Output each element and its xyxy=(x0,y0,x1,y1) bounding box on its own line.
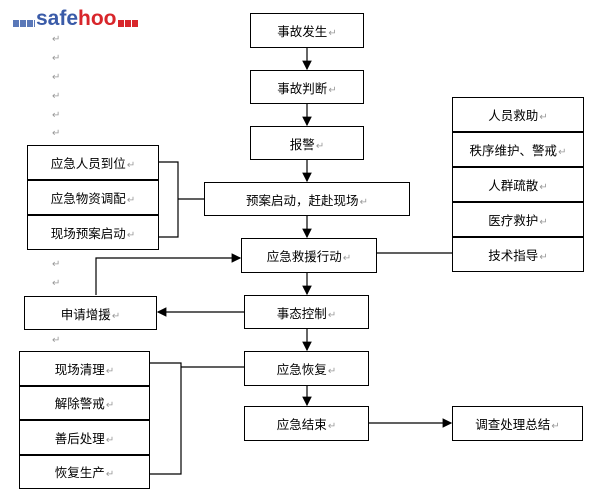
recovery-item: 善后处理 xyxy=(20,419,149,454)
recovery-item: 恢复生产 xyxy=(20,453,149,489)
step-plan-activation: 预案启动，赶赴现场 xyxy=(204,182,410,216)
preparation-item: 应急人员到位 xyxy=(28,146,158,179)
step-emergency-end: 应急结束 xyxy=(244,406,369,441)
rescue-item: 医疗救护 xyxy=(453,201,583,236)
paragraph-mark: ↵ xyxy=(52,335,61,346)
paragraph-mark: ↵ xyxy=(52,278,61,289)
paragraph-mark: ↵ xyxy=(52,110,61,121)
preparation-item: 现场预案启动 xyxy=(28,214,158,249)
paragraph-mark: ↵ xyxy=(52,91,61,102)
recovery-stack: 现场清理 解除警戒 善后处理 恢复生产 xyxy=(19,351,150,489)
paragraph-mark: ↵ xyxy=(52,72,61,83)
recovery-item: 现场清理 xyxy=(20,352,149,385)
recovery-item: 解除警戒 xyxy=(20,384,149,420)
step-alarm: 报警 xyxy=(250,126,364,160)
step-situation-control: 事态控制 xyxy=(244,295,369,329)
step-recovery: 应急恢复 xyxy=(244,351,369,386)
step-investigation-summary: 调查处理总结 xyxy=(452,406,583,441)
step-accident-occurs: 事故发生 xyxy=(250,13,364,48)
rescue-item: 秩序维护、警戒 xyxy=(453,131,583,166)
rescue-item: 人群疏散 xyxy=(453,166,583,201)
step-accident-assessment: 事故判断 xyxy=(250,70,364,104)
logo-text-blue: safe xyxy=(36,7,79,30)
paragraph-mark: ↵ xyxy=(52,53,61,64)
paragraph-mark: ↵ xyxy=(52,128,61,139)
rescue-item: 人员救助 xyxy=(453,98,583,131)
logo-dots xyxy=(13,20,35,27)
rescue-item: 技术指导 xyxy=(453,236,583,271)
preparation-item: 应急物资调配 xyxy=(28,179,158,214)
logo-com xyxy=(117,20,138,27)
step-rescue-action: 应急救援行动 xyxy=(241,238,377,273)
step-request-reinforcement: 申请增援 xyxy=(24,296,157,330)
rescue-stack: 人员救助 秩序维护、警戒 人群疏散 医疗救护 技术指导 xyxy=(452,97,584,272)
paragraph-mark: ↵ xyxy=(52,259,61,270)
preparation-stack: 应急人员到位 应急物资调配 现场预案启动 xyxy=(27,145,159,250)
logo-text-red: hoo xyxy=(78,7,117,30)
paragraph-mark: ↵ xyxy=(52,34,61,45)
